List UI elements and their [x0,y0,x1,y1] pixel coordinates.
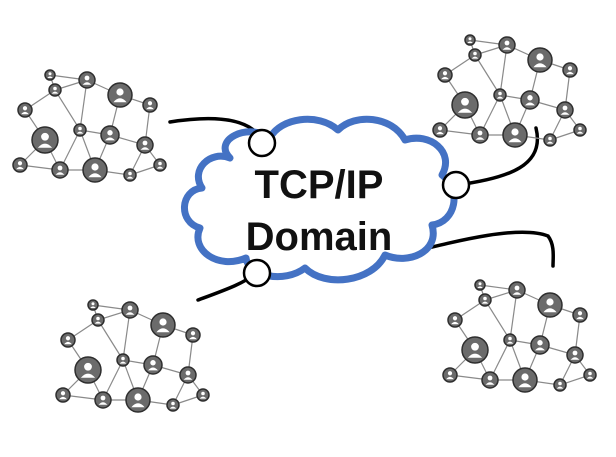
person-icon [123,168,137,182]
person-icon [87,299,99,311]
person-icon [153,158,167,172]
network-bottom-right [442,279,597,393]
person-icon [73,123,87,137]
person-icon [553,378,567,392]
person-icon [442,367,458,383]
port-bottom-left [242,258,272,288]
person-icon [512,367,538,393]
person-icon [537,292,563,318]
person-icon [432,122,448,138]
person-icon [573,123,587,137]
person-icon [481,371,499,389]
person-icon [31,126,59,154]
cloud-title-line2: Domain [246,215,393,259]
network-top-left [12,69,167,183]
person-icon [566,346,584,364]
person-icon [44,69,56,81]
person-icon [471,126,489,144]
person-icon [82,157,108,183]
person-icon [451,91,479,119]
person-icon [142,97,158,113]
person-icon [51,161,69,179]
person-icon [464,34,476,46]
person-icon [150,312,176,338]
person-icon [437,67,453,83]
cloud-title-line1: TCP/IP [255,163,384,207]
person-icon [91,313,105,327]
person-icon [503,333,517,347]
person-icon [55,387,71,403]
person-icon [502,122,528,148]
person-icon [498,36,516,54]
connection-ports [242,128,471,288]
network-top-right [432,34,587,148]
person-icon [447,312,463,328]
person-icon [17,102,33,118]
person-icon [520,90,540,110]
person-icon [166,398,180,412]
person-icon [121,301,139,319]
person-icon [562,62,578,78]
person-icon [468,48,482,62]
person-icon [74,356,102,384]
tcpip-cloud: TCP/IP Domain [181,115,458,284]
person-icon [100,125,120,145]
person-icon [143,355,163,375]
person-icon [583,368,597,382]
person-icon [125,387,151,413]
person-icon [530,335,550,355]
person-icon [185,327,201,343]
person-icon [508,281,526,299]
person-icon [461,336,489,364]
person-icon [196,388,210,402]
network-link [474,54,501,96]
person-icon [60,332,76,348]
network-link [484,299,511,341]
cable-bottom-right [406,230,556,268]
person-icon [543,133,557,147]
person-icon [136,136,154,154]
person-icon [179,366,197,384]
person-icon [116,353,130,367]
person-icon [493,88,507,102]
person-icon [478,293,492,307]
person-icon [572,307,588,323]
person-icon [12,157,28,173]
port-right [441,170,471,200]
person-icon [527,47,553,73]
person-icon [556,101,574,119]
port-top-left [247,128,277,158]
cloud-outline [181,115,458,284]
cable-top-right [455,126,540,187]
person-icon [94,391,112,409]
network-bottom-left [55,299,210,413]
person-icon [78,71,96,89]
network-link [97,319,124,361]
person-icon [107,82,133,108]
person-icon [48,83,62,97]
person-icon [474,279,486,291]
network-link [54,89,81,131]
